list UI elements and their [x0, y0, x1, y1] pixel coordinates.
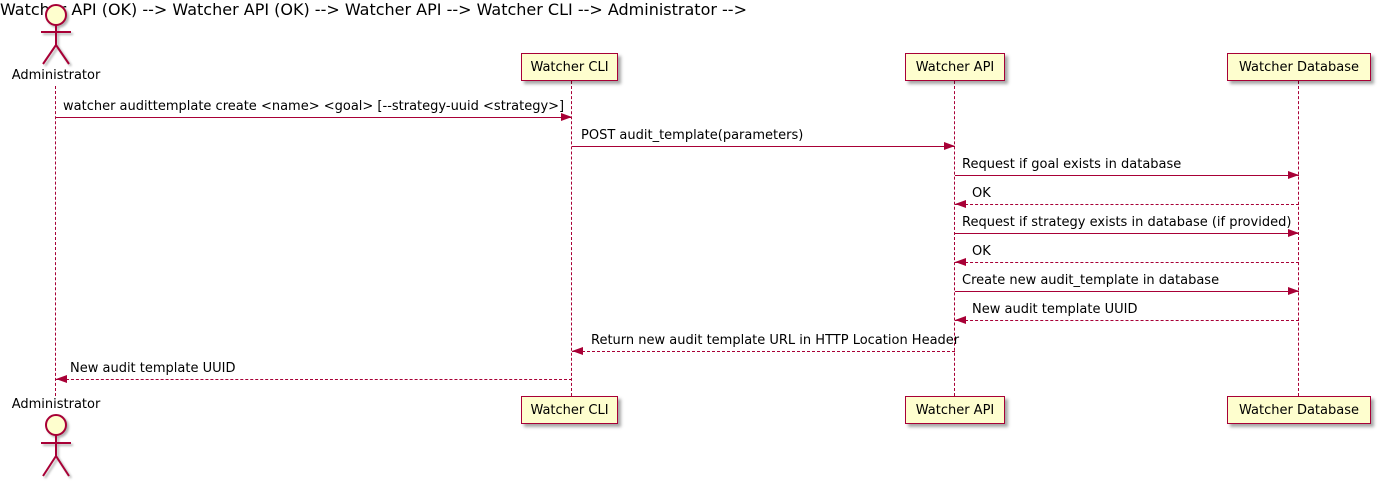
participant-label-watcher-cli-bottom: Watcher CLI [530, 402, 609, 418]
arrow-right-icon-7 [1288, 287, 1299, 295]
participant-box-watcher-api-top: Watcher API [905, 53, 1005, 81]
message-label-10: New audit template UUID [70, 361, 236, 376]
participant-box-watcher-cli-bottom: Watcher CLI [521, 396, 618, 424]
participant-box-watcher-api-bottom: Watcher API [905, 396, 1005, 424]
arrow-right-icon-1 [561, 113, 572, 121]
participant-label-administrator-bottom: Administrator [11, 397, 101, 412]
participant-label-watcher-database-top: Watcher Database [1239, 59, 1359, 75]
message-line-2 [572, 146, 955, 147]
arrow-left-icon-10 [56, 375, 67, 383]
message-label-4: OK [972, 186, 991, 201]
participant-box-watcher-database-top: Watcher Database [1227, 53, 1371, 81]
lifeline-watcher-database [1298, 81, 1299, 396]
message-line-5 [955, 233, 1299, 234]
message-label-5: Request if strategy exists in database (… [962, 215, 1292, 230]
arrow-left-icon-6 [955, 258, 966, 266]
message-label-7: Create new audit_template in database [962, 273, 1220, 288]
message-line-6 [955, 262, 1299, 263]
message-label-9: Return new audit template URL in HTTP Lo… [591, 333, 960, 348]
message-label-2: POST audit_template(parameters) [581, 128, 804, 143]
participant-label-watcher-api-bottom: Watcher API [915, 402, 995, 418]
participant-label-watcher-cli-top: Watcher CLI [530, 59, 609, 75]
participant-box-watcher-cli-top: Watcher CLI [521, 53, 618, 81]
message-line-1 [56, 117, 572, 118]
message-line-4 [955, 204, 1299, 205]
lifeline-administrator [55, 86, 56, 396]
arrow-right-icon-5 [1288, 229, 1299, 237]
message-line-9 [572, 351, 955, 352]
message-line-10 [56, 379, 572, 380]
participant-box-watcher-database-bottom: Watcher Database [1227, 396, 1371, 424]
message-label-8: New audit template UUID [972, 302, 1138, 317]
participant-label-watcher-api-top: Watcher API [915, 59, 995, 75]
arrow-left-icon-9 [572, 347, 583, 355]
participant-label-administrator-top: Administrator [11, 68, 101, 83]
participant-label-watcher-database-bottom: Watcher Database [1239, 402, 1359, 418]
lifeline-watcher-api [954, 81, 955, 396]
message-label-3: Request if goal exists in database [962, 157, 1182, 172]
message-line-3 [955, 175, 1299, 176]
message-label-1: watcher audittemplate create <name> <goa… [63, 99, 565, 114]
administrator-actor-icon-bottom [41, 414, 71, 477]
administrator-actor-icon [41, 4, 71, 65]
message-line-8 [955, 320, 1299, 321]
arrow-left-icon-4 [955, 200, 966, 208]
arrow-right-icon-3 [1288, 171, 1299, 179]
message-line-7 [955, 291, 1299, 292]
arrow-left-icon-8 [955, 316, 966, 324]
lifeline-watcher-cli [571, 81, 572, 396]
arrow-right-icon-2 [944, 142, 955, 150]
message-label-6: OK [972, 244, 991, 259]
